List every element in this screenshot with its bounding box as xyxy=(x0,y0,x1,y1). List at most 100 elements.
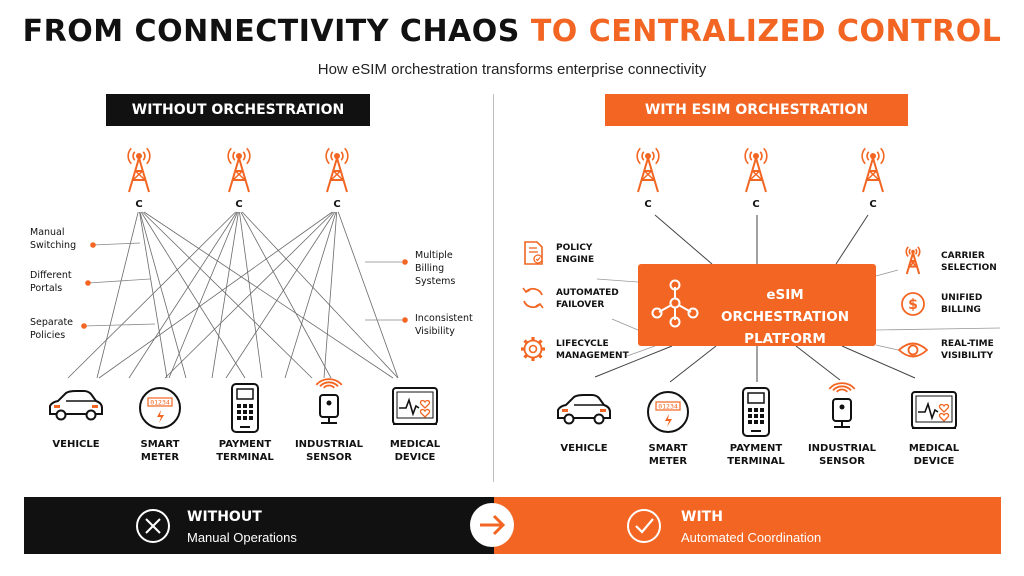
industrial-sensor-icon xyxy=(828,382,856,428)
footer-with-subtitle: Automated Coordination xyxy=(681,530,822,545)
smart-meter-icon: 01234 xyxy=(139,387,181,429)
carrier-tower-icon xyxy=(227,147,251,193)
bullet-dot xyxy=(402,259,408,265)
feature-label-line: REAL-TIME xyxy=(941,339,994,349)
device-link xyxy=(594,345,673,378)
carrier-label: C xyxy=(292,198,382,211)
device-label-line: VEHICLE xyxy=(52,439,100,450)
device-label-line: SMART xyxy=(648,443,688,454)
industrial-sensor-icon xyxy=(315,378,343,424)
right-panel-header: WITH ESIM ORCHESTRATION xyxy=(605,94,908,126)
carrier-tower-icon xyxy=(636,147,660,193)
carrier-label-line: C xyxy=(869,199,877,210)
carrier-tower-icon xyxy=(861,147,885,193)
feature-label-line: MANAGEMENT xyxy=(556,351,629,361)
chaos-line xyxy=(240,211,332,379)
device-link xyxy=(669,345,717,383)
refresh-icon xyxy=(522,287,544,309)
feature-label-line: VISIBILITY xyxy=(941,351,994,361)
carrier-label: C xyxy=(828,198,918,211)
bullet-dot xyxy=(90,242,96,248)
device-link xyxy=(841,345,916,379)
medical-device-icon xyxy=(911,391,957,429)
footer-with-bar xyxy=(494,497,1001,554)
chaos-line xyxy=(323,211,338,379)
pain-point-label-line: Different xyxy=(30,270,72,281)
device-label: SMART METER xyxy=(623,442,713,468)
platform-label-line: eSIM ORCHESTRATION xyxy=(720,287,850,325)
device-label-line: SMART xyxy=(140,439,180,450)
feature-label-line: ENGINE xyxy=(556,255,595,265)
device-label: VEHICLE xyxy=(31,438,121,451)
smart-meter-icon: 01234 xyxy=(647,391,689,433)
carrier-tower-icon xyxy=(127,147,151,193)
chaos-line xyxy=(139,211,187,379)
orchestrated-lines xyxy=(594,214,1001,383)
carrier-label: C xyxy=(94,198,184,211)
chaos-line xyxy=(241,211,399,379)
page-subtitle: How eSIM orchestration transforms enterp… xyxy=(317,61,707,78)
device-label-line: SENSOR xyxy=(819,456,865,467)
carrier-label-line: C xyxy=(333,199,341,210)
chaos-line xyxy=(140,211,246,379)
dollar-icon: $ xyxy=(901,292,925,316)
device-label: VEHICLE xyxy=(539,442,629,455)
chaos-line xyxy=(139,211,168,379)
chaos-line xyxy=(142,211,313,379)
arrow-right-icon xyxy=(470,503,514,547)
eye-icon xyxy=(897,342,929,358)
x-circle-icon xyxy=(136,509,170,543)
chaos-line xyxy=(211,211,239,379)
chaos-line xyxy=(168,211,238,379)
device-label-line: DEVICE xyxy=(913,456,955,467)
title-part-2: TO CENTRALIZED CONTROL xyxy=(530,14,1002,49)
vehicle-icon xyxy=(557,394,611,425)
pain-point-label-line: Policies xyxy=(30,330,66,341)
feature-label-line: FAILOVER xyxy=(556,300,605,310)
feature-label-line: POLICY xyxy=(556,243,593,253)
device-label-line: METER xyxy=(648,456,688,467)
check-circle-icon xyxy=(627,509,661,543)
meter-reading: 01234 xyxy=(658,402,678,410)
chaos-lines xyxy=(67,211,399,379)
carrier-link xyxy=(835,214,869,265)
feature-label-line: AUTOMATED xyxy=(556,288,619,298)
feature-label: REAL-TIME VISIBILITY xyxy=(941,338,1021,362)
tower-icon xyxy=(905,246,921,275)
pain-point-label-line: Billing xyxy=(415,263,445,274)
device-label-line: VEHICLE xyxy=(560,443,608,454)
page-title: FROM CONNECTIVITY CHAOS TO CENTRALIZED C… xyxy=(0,14,1024,49)
document-check-icon xyxy=(524,241,543,265)
device-label-line: PAYMENT xyxy=(218,439,272,450)
chaos-line xyxy=(128,211,238,379)
chaos-line xyxy=(239,211,263,379)
pain-point-label-line: Inconsistent xyxy=(415,313,473,324)
platform-label: eSIM ORCHESTRATION PLATFORM xyxy=(700,284,870,350)
chaos-line xyxy=(98,211,333,379)
device-label-line: MEDICAL xyxy=(908,443,960,454)
svg-text:$: $ xyxy=(908,297,918,313)
footer-without-bar xyxy=(24,497,494,554)
carrier-label-line: C xyxy=(644,199,652,210)
payment-terminal-icon xyxy=(742,387,770,437)
footer-without-subtitle: Manual Operations xyxy=(187,530,297,545)
carrier-tower-icon xyxy=(744,147,768,193)
carrier-label-line: C xyxy=(135,199,143,210)
device-label-line: INDUSTRIAL xyxy=(294,439,364,450)
chaos-line xyxy=(96,211,139,379)
pain-point-label-line: Systems xyxy=(415,276,456,287)
chaos-line xyxy=(225,211,336,379)
left-panel-header: WITHOUT ORCHESTRATION xyxy=(106,94,370,126)
bullet-dot xyxy=(85,280,91,286)
